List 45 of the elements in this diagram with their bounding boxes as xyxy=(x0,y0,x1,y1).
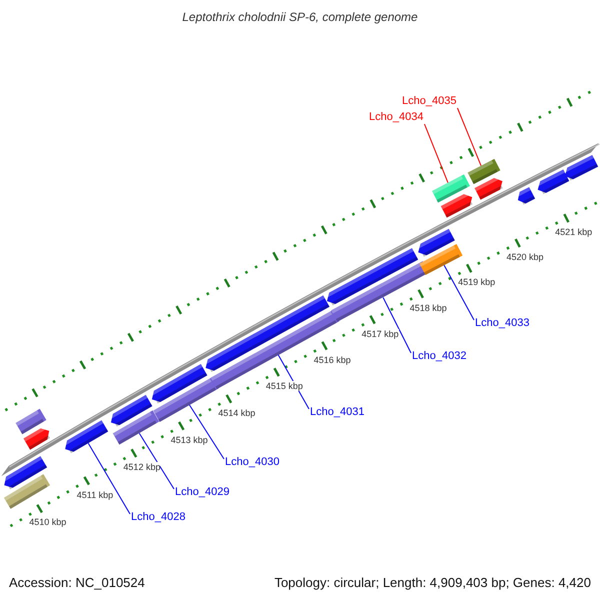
leader-line xyxy=(138,432,174,490)
gene-label: Lcho_4029 xyxy=(175,486,230,498)
gene-block xyxy=(534,170,570,196)
leader-line xyxy=(444,264,474,320)
gene-label: Lcho_4028 xyxy=(131,511,186,523)
gene-block xyxy=(108,394,152,428)
gene-bar xyxy=(112,410,160,445)
leader-line xyxy=(382,297,412,354)
gene-bar xyxy=(419,244,463,275)
leader-line xyxy=(188,404,224,460)
gene-bar xyxy=(432,174,470,203)
gene-bar xyxy=(16,409,46,434)
position-label: 4511 kbp xyxy=(76,490,114,500)
position-label: 4514 kbp xyxy=(218,408,256,418)
gene-block xyxy=(440,191,476,218)
leader-line xyxy=(88,442,130,514)
gene-label: Lcho_4030 xyxy=(225,456,280,468)
gene-block xyxy=(514,187,536,206)
gene-label: Lcho_4032 xyxy=(412,350,466,362)
position-label: 4513 kbp xyxy=(170,434,208,445)
genome-summary: Topology: circular; Length: 4,909,403 bp; Genes: 4,420 xyxy=(274,575,591,590)
gene-block xyxy=(24,425,52,450)
gene-bar xyxy=(4,474,50,509)
gene-block xyxy=(474,175,506,200)
gene-bar xyxy=(468,158,500,184)
position-label: 4517 kbp xyxy=(362,328,399,339)
gene-label: Lcho_4034 xyxy=(369,111,424,123)
gene-label: Lcho_4033 xyxy=(475,317,530,329)
gene-bar xyxy=(153,376,219,422)
gene-label: Lcho_4031 xyxy=(310,406,364,418)
position-label: 4510 kbp xyxy=(29,517,66,528)
position-label: 4521 kbp xyxy=(555,227,592,238)
gene-block xyxy=(415,228,455,258)
leader-line xyxy=(456,108,482,166)
accession-label: Accession: NC_010524 xyxy=(9,575,145,590)
gene-block xyxy=(148,364,208,404)
position-label: 4519 kbp xyxy=(458,277,496,288)
diagram-title: Leptothrix cholodnii SP-6, complete genome xyxy=(182,10,418,24)
gene-label: Lcho_4035 xyxy=(402,95,456,107)
leader-line xyxy=(424,124,449,184)
position-label: 4520 kbp xyxy=(506,252,544,262)
position-label: 4516 kbp xyxy=(314,354,351,365)
position-label: 4515 kbp xyxy=(266,381,303,392)
position-label: 4518 kbp xyxy=(410,302,447,313)
position-label: 4512 kbp xyxy=(123,462,160,472)
